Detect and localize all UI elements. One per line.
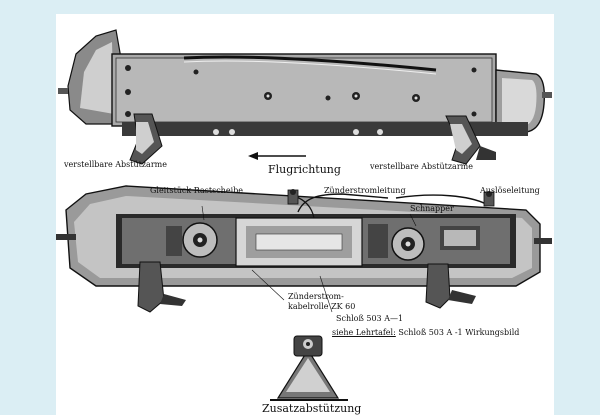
flight-direction-arrow: [248, 152, 306, 160]
label-sliding-piece: Gleitstück Rastscheibe: [150, 186, 243, 195]
support-arms-top: [129, 113, 496, 165]
label-release-line: Auslöseleitung: [480, 186, 540, 195]
label-lock: Schloß 503 A—1: [336, 314, 404, 323]
schematic-sheet: verstellbare Abstützarme verstellbare Ab…: [56, 14, 554, 415]
connector-left: [287, 189, 299, 205]
label-latch: Schnapper: [410, 204, 454, 213]
label-see-prefix: siehe Lehrtafel:: [332, 328, 396, 337]
label-cable-reel-line1: Zünderstrom-: [288, 292, 344, 301]
label-flight-direction: Flugrichtung: [268, 163, 341, 176]
label-fuse-current-line: Zünderstromleitung: [324, 186, 406, 195]
connector-right: [483, 191, 495, 207]
schematic-drawing: [56, 29, 552, 401]
additional-support: [270, 335, 348, 401]
rack-inner-view: [56, 185, 552, 313]
label-cable-reel-line2: kabelrolle ZK 60: [288, 302, 356, 311]
rack-top-view: [58, 29, 552, 136]
label-additional-support: Zusatzabstützung: [262, 402, 362, 415]
label-see-reference: siehe Lehrtafel: Schloß 503 A -1 Wirkung…: [332, 328, 519, 338]
label-adjustable-arms-right: verstellbare Abstützarme: [370, 162, 473, 171]
label-adjustable-arms-left: verstellbare Abstützarme: [64, 160, 167, 169]
label-see-rest: Schloß 503 A -1 Wirkungsbild: [398, 328, 520, 337]
